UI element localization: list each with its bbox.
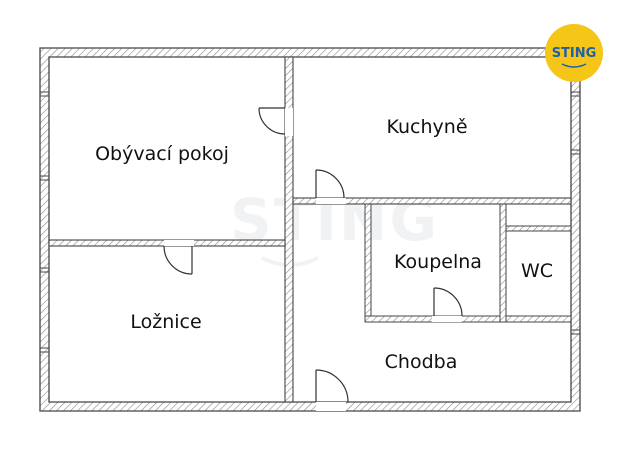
room-label-wc: WC <box>521 260 553 282</box>
door-living-bedroom <box>163 245 193 275</box>
wall-kitchen-bottom <box>292 197 572 205</box>
outer-wall <box>39 47 581 412</box>
door-bathroom <box>433 287 463 317</box>
room-label-kitchen: Kuchyně <box>386 116 467 138</box>
wall-left-right <box>284 56 294 403</box>
wall-bath-wc <box>499 203 507 323</box>
wall-bath-bottom <box>364 315 572 323</box>
room-label-living-room: Obývací pokoj <box>95 143 229 165</box>
doors <box>163 107 463 403</box>
room-label-bedroom: Ložnice <box>130 311 201 333</box>
logo-text: STING <box>552 46 597 61</box>
door-living-kitchen <box>258 107 286 135</box>
room-label-hallway: Chodba <box>385 351 458 373</box>
door-kitchen <box>315 169 345 199</box>
room-label-bathroom: Koupelna <box>394 251 482 273</box>
wall-bath-left <box>364 203 372 323</box>
door-entrance <box>315 369 349 403</box>
walls <box>39 47 581 412</box>
wall-wc-top <box>505 225 572 232</box>
sting-logo: STING <box>545 24 603 82</box>
